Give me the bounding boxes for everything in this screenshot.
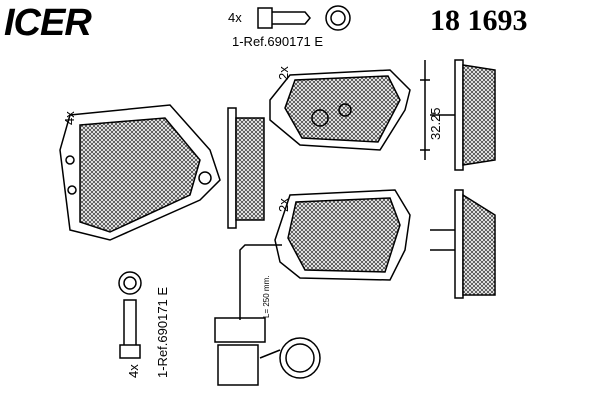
pad-bottom-qty: 2x	[276, 198, 291, 212]
pad-bottom-backing	[274, 189, 411, 281]
bolt-qty-left: 4x	[126, 364, 141, 378]
pad-top-qty: 2x	[276, 66, 291, 80]
dimension-label: 32.25	[428, 107, 443, 140]
pad-left-qty: 4x	[62, 111, 77, 125]
pad-left-backing	[59, 104, 221, 241]
bolt-ref: 1-Ref.690171 E	[232, 34, 324, 49]
bolt-qty: 4x	[228, 10, 242, 25]
pad-left-friction	[79, 117, 201, 233]
pad-top-backing	[269, 69, 411, 151]
bolt-ref-left: 1-Ref.690171 E	[155, 286, 170, 378]
wire-length: L= 250 mm.	[262, 275, 271, 318]
part-number: 18 1693	[430, 4, 528, 37]
brand-logo: ICER	[4, 2, 92, 44]
